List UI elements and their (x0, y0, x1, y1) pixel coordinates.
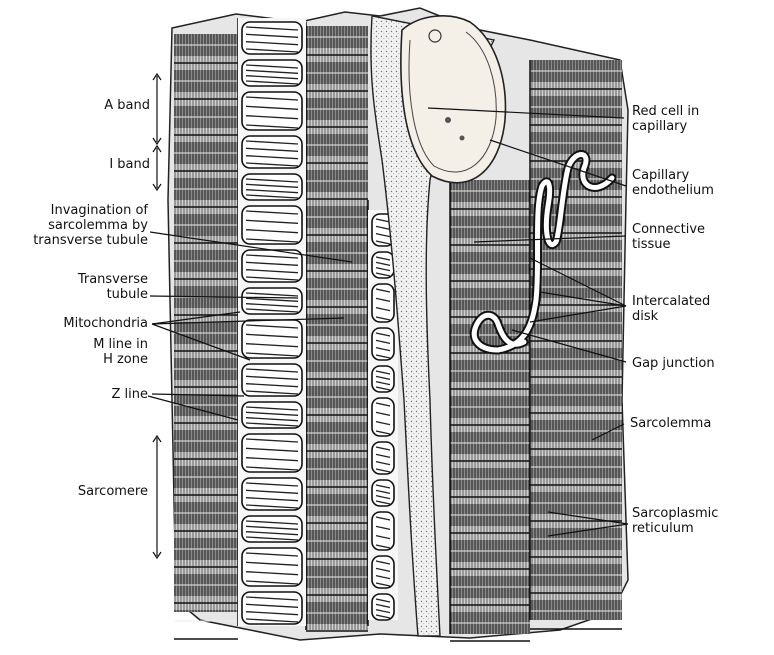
mitochondrion (372, 512, 394, 550)
label-z-line: Z line (70, 387, 148, 402)
label-invagination: Invagination of sarcolemma by transverse… (6, 203, 148, 248)
mitochondrion (372, 398, 394, 436)
label-capillary-endothelium: Capillary endothelium (632, 168, 714, 198)
mitochondrion (372, 556, 394, 588)
a-band-segment (530, 600, 622, 620)
label-connective-tissue: Connective tissue (632, 222, 705, 252)
label-transverse-tubule: Transverse tubule (40, 272, 148, 302)
mitochondrion (372, 442, 394, 474)
mitochondrion (372, 284, 394, 322)
label-intercalated-disk: Intercalated disk (632, 294, 710, 324)
label-sarcolemma: Sarcolemma (630, 416, 711, 431)
label-a-band: A band (62, 98, 150, 113)
label-sarcoplasmic-reticulum: Sarcoplasmic reticulum (632, 506, 718, 536)
i-band-segment (306, 624, 368, 630)
label-gap-junction: Gap junction (632, 356, 715, 371)
mitochondrion (372, 328, 394, 360)
label-sarcomere: Sarcomere (40, 484, 148, 499)
a-band-segment (174, 610, 238, 612)
label-red-cell: Red cell in capillary (632, 104, 699, 134)
label-i-band: I band (62, 157, 150, 172)
label-mitochondria: Mitochondria (26, 316, 148, 331)
label-m-line: M line in H zone (52, 337, 148, 367)
